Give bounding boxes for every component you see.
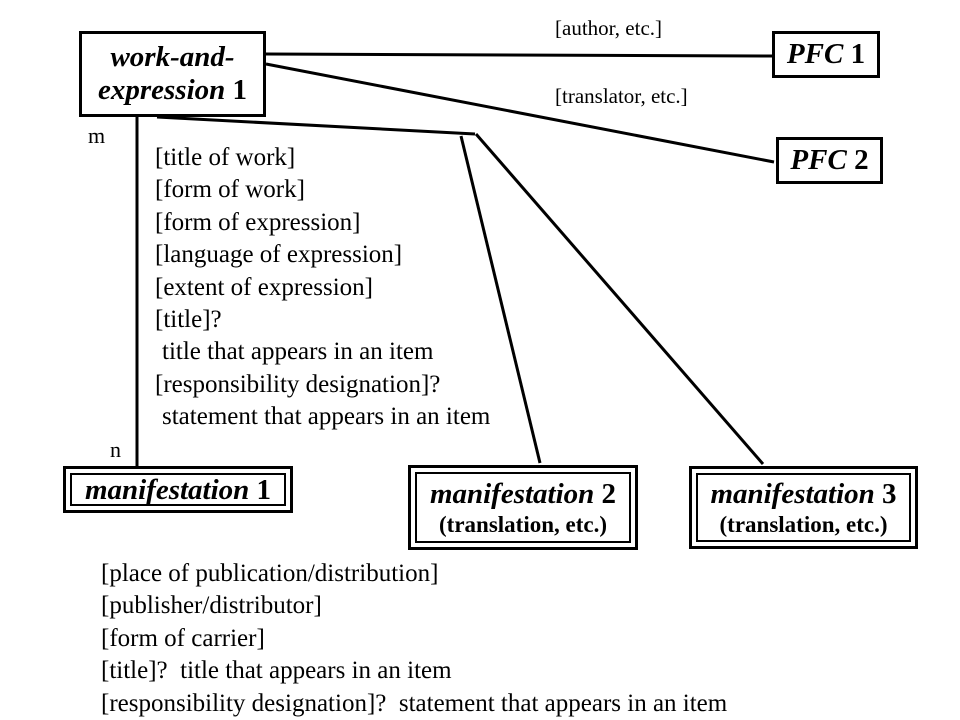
attribute-item: [publisher/distributor] bbox=[101, 592, 322, 620]
pfc2-name: PFC bbox=[790, 144, 847, 176]
manifestation-3-subtitle: (translation, etc.) bbox=[719, 512, 888, 537]
attribute-item: [title]? bbox=[155, 306, 222, 334]
manifestation2-name: manifestation bbox=[429, 478, 595, 510]
manifestation1-number: 1 bbox=[256, 473, 272, 506]
work-expression-number: 1 bbox=[232, 74, 248, 106]
author-relationship-label: [author, etc.] bbox=[555, 16, 663, 40]
manifestation-2-subtitle: (translation, etc.) bbox=[439, 512, 607, 537]
line-work-to-pfc1 bbox=[265, 52, 773, 58]
attribute-item: [form of expression] bbox=[155, 208, 361, 236]
line-branch-to-manifestation2 bbox=[459, 135, 542, 464]
attribute-item: [form of carrier] bbox=[101, 624, 265, 652]
attribute-item: [place of publication/distribution] bbox=[101, 560, 439, 587]
manifestation1-name: manifestation bbox=[84, 473, 250, 506]
line-branch-to-manifestation3 bbox=[474, 133, 765, 465]
pfc2-number: 2 bbox=[854, 144, 869, 176]
manifestation3-name: manifestation bbox=[710, 478, 875, 510]
manifestation-2-inner-border: manifestation 2 (translation, etc.) bbox=[415, 472, 631, 543]
work-expression-line1: work-and- bbox=[110, 41, 235, 73]
manifestation-1-inner-border: manifestation 1 bbox=[70, 473, 286, 506]
pfc1-number: 1 bbox=[850, 38, 866, 70]
entity-pfc-2-label: PFC 2 bbox=[790, 144, 868, 177]
entity-manifestation-3: manifestation 3 (translation, etc.) bbox=[689, 466, 918, 549]
attribute-item: [title]? title that appears in an item bbox=[101, 657, 452, 685]
attribute-item: [title of work] bbox=[155, 144, 296, 171]
attribute-item: statement that appears in an item bbox=[162, 403, 491, 431]
cardinality-n: n bbox=[110, 437, 121, 462]
attribute-item: [language of expression] bbox=[155, 241, 403, 269]
manifestation-3-inner-border: manifestation 3 (translation, etc.) bbox=[696, 473, 911, 542]
attribute-item: [responsibility designation]? statement … bbox=[101, 689, 728, 717]
manifestation-attribute-list: [place of publication/distribution] [pub… bbox=[101, 558, 727, 720]
attribute-item: title that appears in an item bbox=[162, 338, 434, 366]
attribute-item: [responsibility designation]? bbox=[155, 370, 441, 398]
pfc1-name: PFC bbox=[786, 38, 844, 70]
entity-pfc-1: PFC 1 bbox=[772, 31, 880, 78]
entity-manifestation-3-label: manifestation 3 bbox=[710, 477, 896, 511]
entity-manifestation-1-label: manifestation 1 bbox=[85, 475, 271, 505]
entity-manifestation-2: manifestation 2 (translation, etc.) bbox=[408, 465, 638, 550]
work-expression-line2: expression bbox=[97, 74, 226, 106]
work-expression-attribute-list: [title of work] [form of work] [form of … bbox=[155, 142, 490, 434]
entity-pfc-2: PFC 2 bbox=[776, 137, 883, 184]
line-work-to-branch-vertex bbox=[156, 115, 476, 136]
manifestation3-number: 3 bbox=[882, 478, 897, 510]
cardinality-m: m bbox=[88, 123, 106, 148]
translator-relationship-label: [translator, etc.] bbox=[555, 84, 688, 108]
line-work-to-pfc2 bbox=[265, 62, 775, 164]
entity-work-and-expression-label: work-and-expression 1 bbox=[98, 41, 247, 107]
attribute-item: [extent of expression] bbox=[155, 273, 373, 301]
entity-work-and-expression: work-and-expression 1 bbox=[79, 31, 266, 117]
entity-pfc-1-label: PFC 1 bbox=[787, 38, 865, 71]
entity-manifestation-1: manifestation 1 bbox=[63, 466, 293, 513]
entity-manifestation-2-label: manifestation 2 bbox=[430, 477, 616, 511]
manifestation2-number: 2 bbox=[601, 478, 617, 510]
attribute-item: [form of work] bbox=[155, 176, 305, 204]
